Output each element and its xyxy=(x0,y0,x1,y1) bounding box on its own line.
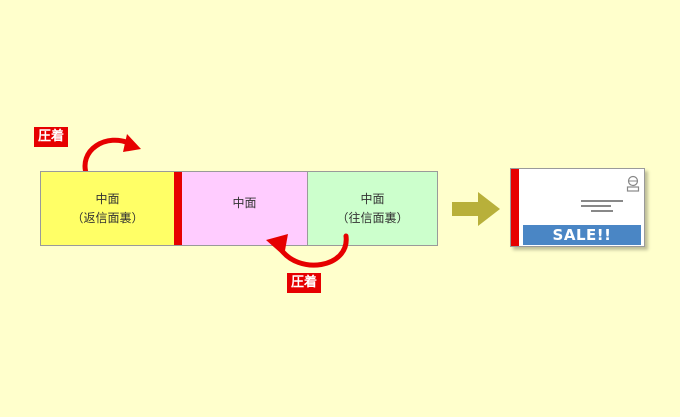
folded-postcard: SALE!! xyxy=(510,168,645,247)
address-line-3 xyxy=(591,210,613,212)
red-edge-bar xyxy=(174,172,182,245)
address-line-2 xyxy=(581,205,611,207)
address-line-1 xyxy=(581,200,623,202)
fold-strip: 中面 （返信面裏） 中面 中面 （往信面裏） xyxy=(40,171,438,246)
panel-right-line1: 中面 xyxy=(360,191,385,206)
press-seal-tag-bottom: 圧着 xyxy=(287,273,322,293)
panel-left-line2: （返信面裏） xyxy=(71,210,144,225)
panel-middle: 中面 xyxy=(182,172,308,245)
fold-arrow-bottom xyxy=(266,233,349,268)
panel-right-line2: （往信面裏） xyxy=(336,210,409,225)
stamp-icon xyxy=(626,175,640,192)
panel-middle-line1: 中面 xyxy=(232,196,257,210)
sale-banner: SALE!! xyxy=(523,225,641,245)
result-arrow-icon xyxy=(452,192,500,226)
postcard-red-edge xyxy=(511,169,519,246)
press-seal-tag-top: 圧着 xyxy=(34,127,69,147)
panel-left: 中面 （返信面裏） xyxy=(41,172,174,245)
panel-left-line1: 中面 xyxy=(95,191,120,206)
fold-arrow-top xyxy=(82,134,141,179)
panel-right: 中面 （往信面裏） xyxy=(308,172,437,245)
